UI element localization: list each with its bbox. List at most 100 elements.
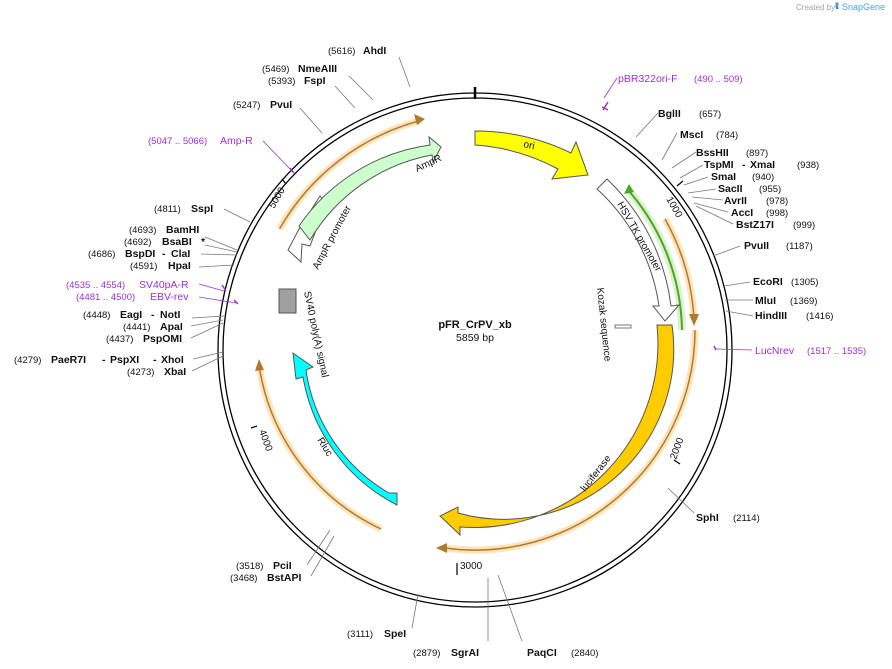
enzyme-fspi[interactable]: (5393) FspI bbox=[268, 75, 326, 87]
svg-text:(978): (978) bbox=[766, 196, 788, 207]
primer-lucnrev[interactable]: LucNrev (1517 .. 1535) bbox=[755, 345, 866, 357]
enzyme-xbai[interactable]: (4273) XbaI bbox=[127, 366, 186, 378]
enzyme-bamhi[interactable]: (4693) BamHI bbox=[129, 224, 199, 236]
svg-text:SV40pA-R: SV40pA-R bbox=[139, 279, 189, 291]
primer-pbr322ori-f[interactable]: pBR322ori-F (490 .. 509) bbox=[618, 73, 743, 85]
enzyme-bspdi[interactable]: (4686) BspDI - ClaI bbox=[88, 248, 190, 260]
svg-text:BamHI: BamHI bbox=[166, 224, 199, 236]
svg-text:(938): (938) bbox=[797, 160, 819, 171]
svg-text:ApaI: ApaI bbox=[160, 321, 183, 333]
svg-text:PvuII: PvuII bbox=[744, 240, 769, 252]
orf-arrow-icon bbox=[689, 314, 699, 326]
enzyme-tspmi[interactable]: TspMI - XmaI (938) bbox=[704, 159, 819, 171]
tick-label-1000: 1000 bbox=[663, 195, 684, 220]
svg-text:AvrII: AvrII bbox=[724, 195, 747, 207]
svg-text:(4811): (4811) bbox=[154, 204, 181, 215]
tick-4000: 4000 bbox=[250, 425, 274, 453]
enzyme-acci[interactable]: AccI (998) bbox=[731, 207, 788, 219]
svg-text:(4692): (4692) bbox=[124, 237, 151, 248]
ori-label: ori bbox=[522, 139, 535, 152]
svg-text:(5393): (5393) bbox=[268, 76, 295, 87]
svg-text:(4535 .. 4554): (4535 .. 4554) bbox=[66, 280, 125, 291]
svg-text:PciI: PciI bbox=[273, 560, 292, 572]
svg-text:NotI: NotI bbox=[160, 309, 180, 321]
enzyme-eagi[interactable]: (4448) EagI - NotI bbox=[83, 309, 180, 321]
enzyme-hindiii[interactable]: HindIII (1416) bbox=[755, 310, 833, 322]
svg-text:TspMI: TspMI bbox=[704, 159, 734, 171]
tick-label-2000: 2000 bbox=[668, 436, 686, 461]
svg-text:BssHII: BssHII bbox=[696, 147, 729, 159]
tick-label-3000: 3000 bbox=[460, 561, 483, 572]
svg-text:PaeR7I: PaeR7I bbox=[51, 354, 86, 366]
svg-text:(2879): (2879) bbox=[413, 648, 440, 659]
enzyme-pvui[interactable]: (5247) PvuI bbox=[233, 99, 292, 111]
svg-text:PvuI: PvuI bbox=[270, 99, 292, 111]
svg-text:HindIII: HindIII bbox=[755, 310, 787, 322]
svg-text:(4273): (4273) bbox=[127, 367, 154, 378]
primer-amp-r[interactable]: (5047 .. 5066) Amp-R bbox=[148, 135, 253, 147]
enzyme-mlui[interactable]: MluI (1369) bbox=[755, 295, 817, 307]
enzyme-msci[interactable]: MscI (784) bbox=[680, 129, 738, 141]
primer-sv40pa-r[interactable]: (4535 .. 4554) SV40pA-R bbox=[66, 279, 189, 291]
svg-text:(5247): (5247) bbox=[233, 100, 260, 111]
enzyme-pspomi[interactable]: (4437) PspOMI bbox=[106, 333, 182, 345]
enzyme-pvuii[interactable]: PvuII (1187) bbox=[744, 240, 813, 252]
enzyme-bsshii[interactable]: BssHII (897) bbox=[696, 147, 768, 159]
svg-text:-: - bbox=[102, 354, 106, 366]
kozak-sequence-feature bbox=[614, 324, 632, 329]
svg-text:Amp-R: Amp-R bbox=[220, 135, 253, 147]
snapgene-logo-icon bbox=[835, 2, 839, 9]
svg-text:SmaI: SmaI bbox=[711, 171, 736, 183]
hsv-tk-promoter-feature bbox=[596, 178, 681, 322]
svg-text:(1517 .. 1535): (1517 .. 1535) bbox=[807, 346, 866, 357]
primer-ebv-rev[interactable]: (4481 .. 4500) EBV-rev bbox=[76, 291, 189, 303]
enzyme-sgrai[interactable]: (2879) SgrAI bbox=[413, 647, 479, 659]
green-feature-line bbox=[627, 189, 683, 331]
enzyme-paqci[interactable]: PaqCI (2840) bbox=[527, 647, 598, 659]
svg-text:-: - bbox=[162, 248, 166, 260]
svg-text:(1305): (1305) bbox=[791, 277, 818, 288]
backbone-outer-ring bbox=[217, 92, 733, 608]
enzyme-paer7i[interactable]: (4279) PaeR7I - PspXI - XhoI bbox=[14, 354, 184, 366]
svg-text:EcoRI: EcoRI bbox=[753, 276, 783, 288]
enzyme-apai[interactable]: (4441) ApaI bbox=[123, 321, 183, 333]
enzyme-bstapi[interactable]: (3468) BstAPI bbox=[230, 572, 302, 584]
svg-text:(2840): (2840) bbox=[571, 648, 598, 659]
enzyme-nmeaiii[interactable]: (5469) NmeAIII bbox=[262, 63, 337, 75]
enzyme-spei[interactable]: (3111) SpeI bbox=[347, 628, 406, 640]
snapgene-credit: Created by SnapGene bbox=[796, 2, 885, 12]
svg-text:AccI: AccI bbox=[731, 207, 753, 219]
enzyme-bstz17i[interactable]: BstZ17I (999) bbox=[736, 219, 815, 231]
enzyme-sacii[interactable]: SacII (955) bbox=[718, 183, 781, 195]
enzyme-pcii[interactable]: (3518) PciI bbox=[236, 560, 292, 572]
svg-text:(1187): (1187) bbox=[786, 241, 813, 252]
enzyme-ecori[interactable]: EcoRI (1305) bbox=[753, 276, 818, 288]
svg-text:LucNrev: LucNrev bbox=[755, 345, 795, 357]
enzyme-leaders bbox=[190, 56, 754, 642]
svg-text:(4591): (4591) bbox=[130, 261, 157, 272]
enzyme-sspi[interactable]: (4811) SspI bbox=[154, 203, 213, 215]
svg-text:SpeI: SpeI bbox=[384, 628, 406, 640]
svg-text:(3111): (3111) bbox=[347, 629, 373, 640]
enzyme-avrii[interactable]: AvrII (978) bbox=[724, 195, 788, 207]
enzyme-bglii[interactable]: BglII (657) bbox=[658, 108, 721, 120]
enzyme-ahdi[interactable]: (5616) AhdI bbox=[328, 45, 386, 57]
svg-text:(3518): (3518) bbox=[236, 561, 263, 572]
enzyme-smai[interactable]: SmaI (940) bbox=[711, 171, 774, 183]
svg-text:BsaBI: BsaBI bbox=[162, 236, 192, 248]
svg-text:(4481 .. 4500): (4481 .. 4500) bbox=[76, 292, 135, 303]
svg-text:-: - bbox=[151, 309, 155, 321]
svg-text:SphI: SphI bbox=[696, 512, 719, 524]
svg-text:BglII: BglII bbox=[658, 108, 681, 120]
svg-text:(5616): (5616) bbox=[328, 46, 355, 57]
svg-text:FspI: FspI bbox=[304, 75, 326, 87]
enzyme-bsabi[interactable]: (4692) BsaBI * bbox=[124, 236, 206, 248]
svg-text:BstAPI: BstAPI bbox=[267, 572, 302, 584]
svg-text:(657): (657) bbox=[699, 109, 721, 120]
enzyme-sphi[interactable]: SphI (2114) bbox=[696, 512, 760, 524]
plasmid-name: pFR_CrPV_xb bbox=[438, 319, 512, 331]
svg-text:MscI: MscI bbox=[680, 129, 703, 141]
luciferase-feature bbox=[439, 324, 675, 537]
enzyme-hpai[interactable]: (4591) HpaI bbox=[130, 260, 191, 272]
svg-text:-: - bbox=[153, 354, 157, 366]
